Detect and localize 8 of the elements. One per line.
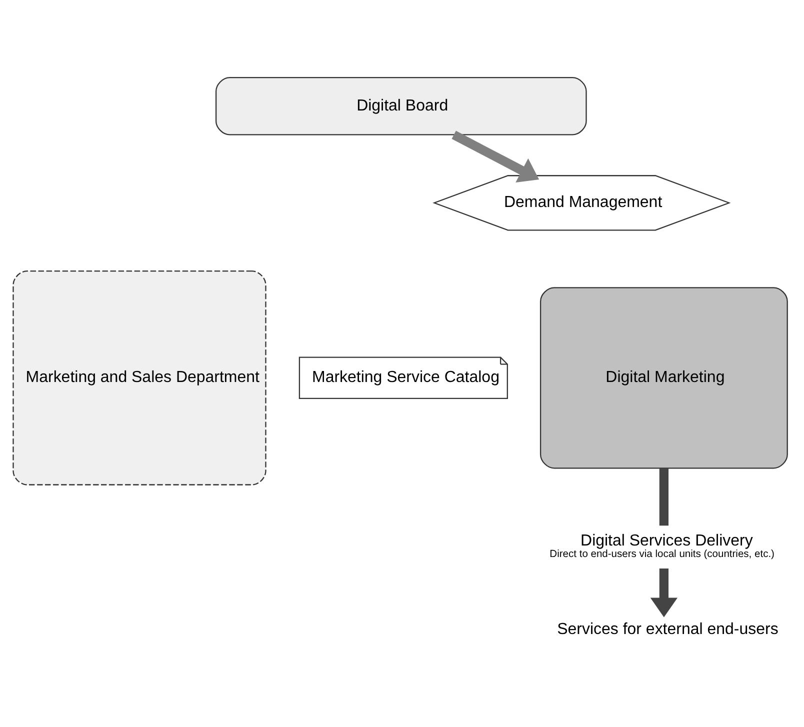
arrow — [452, 130, 540, 182]
connector — [659, 468, 669, 526]
node-text: Services for external end-users — [557, 620, 778, 638]
node-text: Digital Services Delivery Direct to end-users via local units (countries, etc.) — [550, 532, 774, 560]
node-box: Digital Marketing — [540, 286, 788, 468]
node-box: Marketing and Sales Department — [12, 270, 266, 485]
arrow — [650, 568, 678, 617]
node-box: Digital Board — [215, 76, 587, 135]
